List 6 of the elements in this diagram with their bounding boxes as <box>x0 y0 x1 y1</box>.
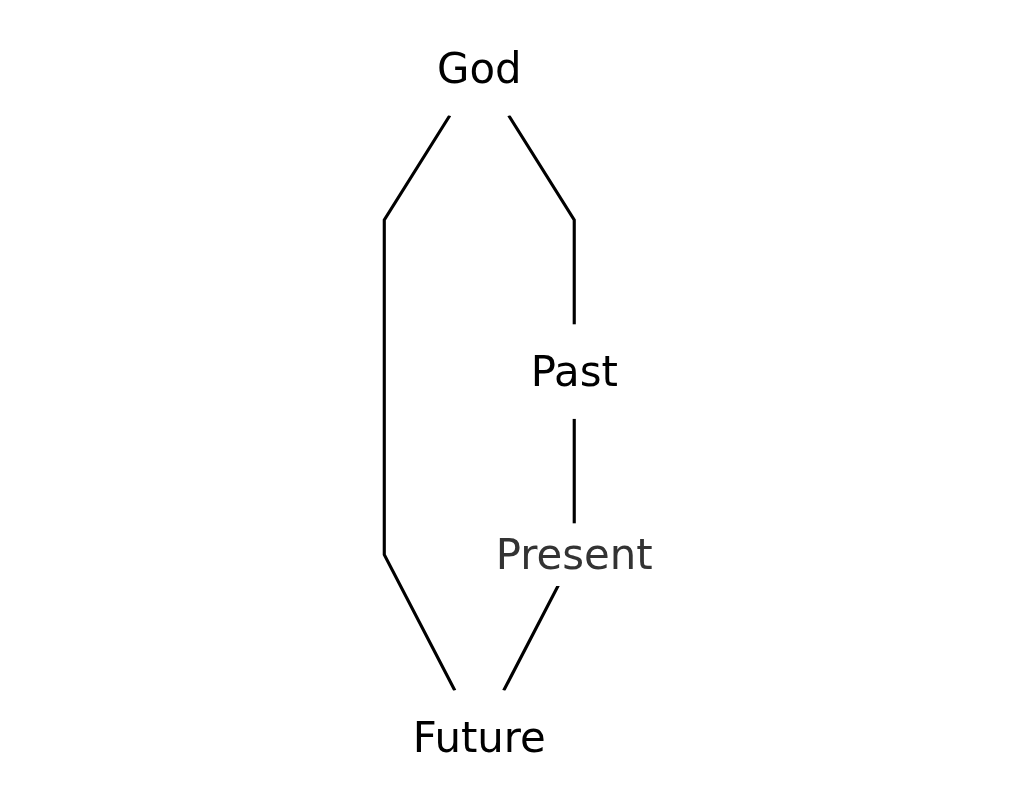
connector <box>506 114 576 325</box>
node-text: Future <box>412 713 546 762</box>
node-text: God <box>436 43 522 92</box>
edge-label: Present <box>495 530 653 579</box>
node-text: Past <box>530 347 618 396</box>
connector <box>382 114 456 691</box>
